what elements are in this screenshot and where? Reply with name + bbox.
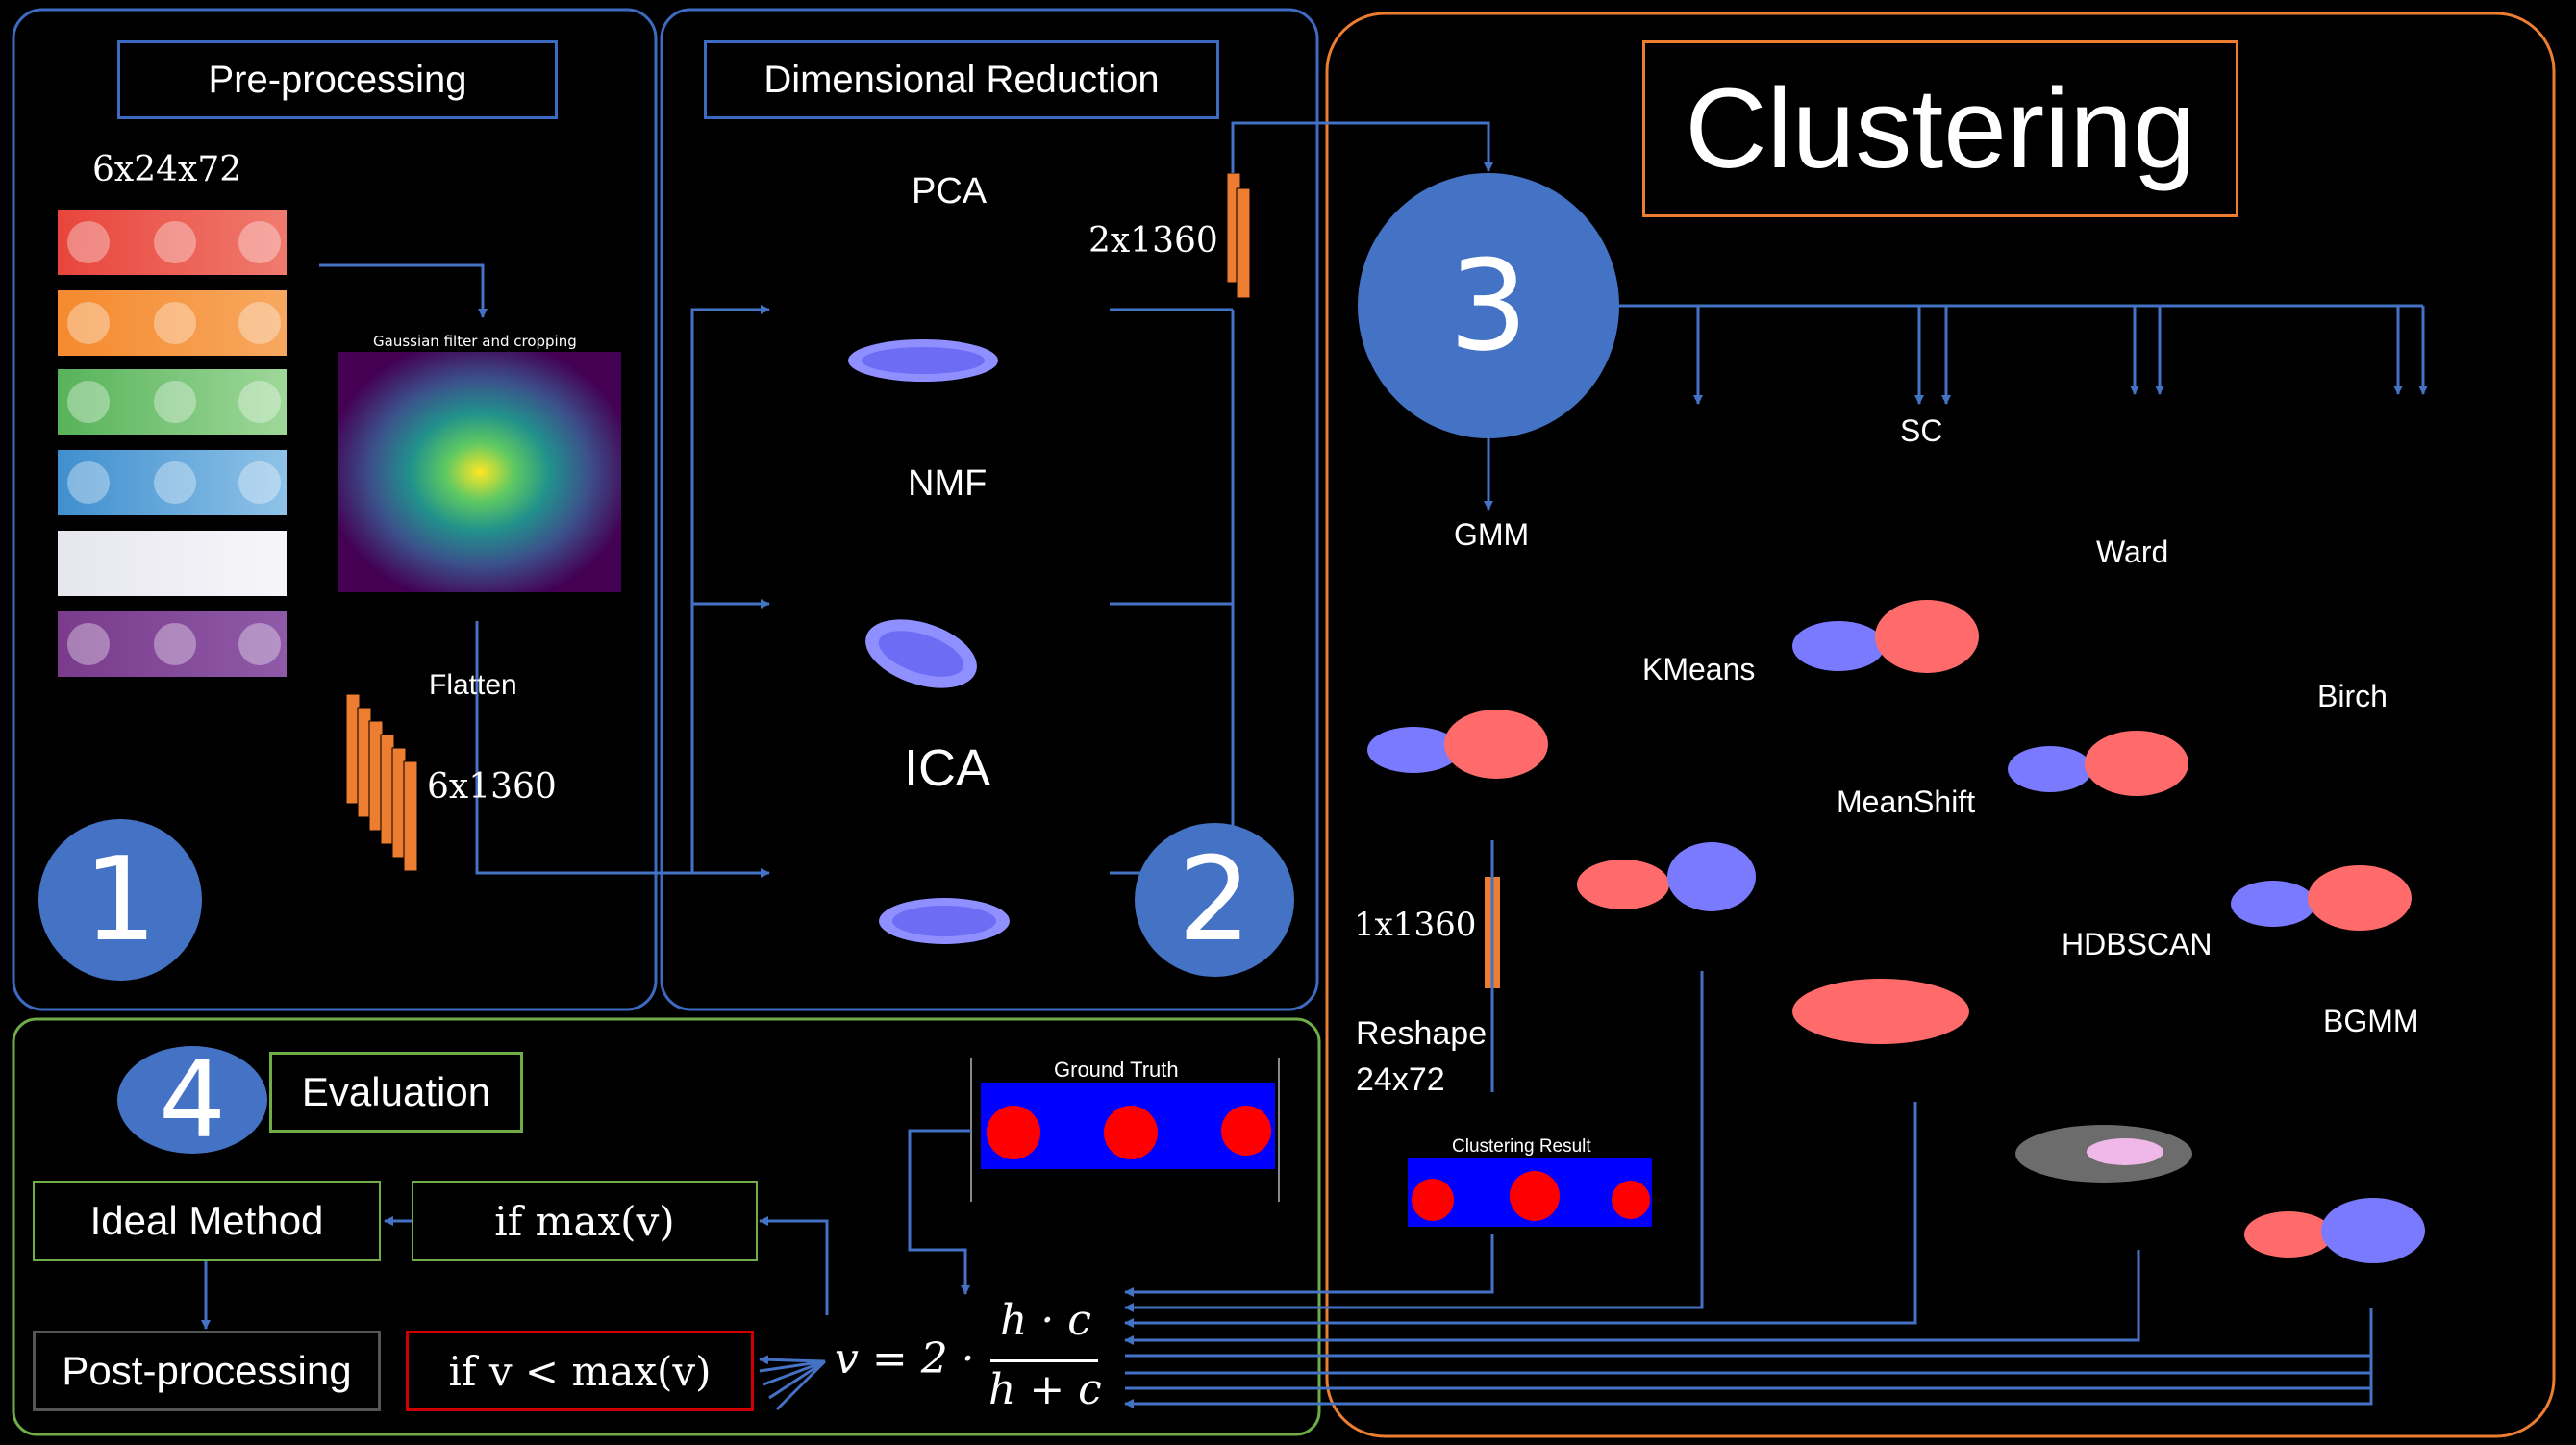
reduced-vectors [1226,172,1251,299]
clustering-result-image [1408,1158,1652,1227]
meanshift-label: MeanShift [1837,785,1976,819]
if-max-box: if max(v) [412,1181,758,1261]
ground-truth-image [970,1058,1280,1202]
ward-scatter [2008,731,2188,796]
preprocessing-title: Pre-processing [117,40,558,119]
step-1-badge: 1 [38,819,202,981]
formula-denominator: h + c [988,1365,1102,1414]
reshape-target-label: 24x72 [1356,1061,1445,1098]
if-less-box: if v < max(v) [406,1331,754,1411]
reshape-label: Reshape [1356,1015,1488,1052]
clustering-result-caption: Clustering Result [1452,1136,1591,1157]
ica-scatter [879,898,1010,944]
input-dims-label: 6x24x72 [92,150,242,189]
clustering-title: Clustering [1642,40,2238,217]
flatten-vectors [345,693,418,872]
step-4-badge: 4 [117,1038,267,1161]
connectors [201,121,2428,1409]
nmf-label: NMF [908,463,988,504]
pca-scatter [848,339,998,382]
gmm-label: GMM [1454,517,1530,552]
cluster-vector-dims-label: 1x1360 [1354,906,1477,944]
bgmm-scatter [2244,1198,2425,1263]
birch-scatter [2231,865,2412,931]
dimensional-reduction-panel [660,8,1319,1011]
reduced-dims-label: 2x1360 [1088,221,1218,261]
clustering-panel [1325,12,2556,1438]
formula-fraction-bar [990,1359,1098,1362]
meanshift-scatter [1792,979,1969,1044]
birch-label: Birch [2317,679,2388,713]
pca-label: PCA [912,171,988,212]
dimensional-reduction-title: Dimensional Reduction [704,40,1219,119]
flatten-dims-label: 6x1360 [427,767,557,807]
nmf-scatter [865,619,977,688]
ward-label: Ward [2096,535,2169,569]
gmm-scatter [1367,710,1548,779]
post-processing-box: Post-processing [33,1331,381,1411]
gaussian-filter-image [338,352,621,592]
sc-scatter [1792,600,1979,673]
step-3-badge: 3 [1358,173,1619,438]
hdbscan-scatter [2015,1125,2192,1183]
kmeans-label: KMeans [1642,652,1756,686]
formula-numerator: h · c [1000,1296,1091,1345]
strip-spots [67,221,281,665]
evaluation-title: Evaluation [269,1052,523,1133]
preprocessing-panel [12,8,658,1011]
ica-label: ICA [904,739,991,797]
filter-caption: Gaussian filter and cropping [373,333,577,350]
hdbscan-label: HDBSCAN [2062,927,2213,961]
flatten-label: Flatten [429,669,517,701]
evaluation-panel [12,1017,1321,1436]
kmeans-scatter [1577,842,1756,911]
sc-label: SC [1900,413,1943,448]
ideal-method-box: Ideal Method [33,1181,381,1261]
formula-lhs: v = 2 · [835,1334,975,1383]
bgmm-label: BGMM [2323,1004,2419,1038]
ground-truth-caption: Ground Truth [1054,1058,1179,1082]
input-channel-strips [58,210,287,677]
step-2-badge: 2 [1135,823,1294,977]
